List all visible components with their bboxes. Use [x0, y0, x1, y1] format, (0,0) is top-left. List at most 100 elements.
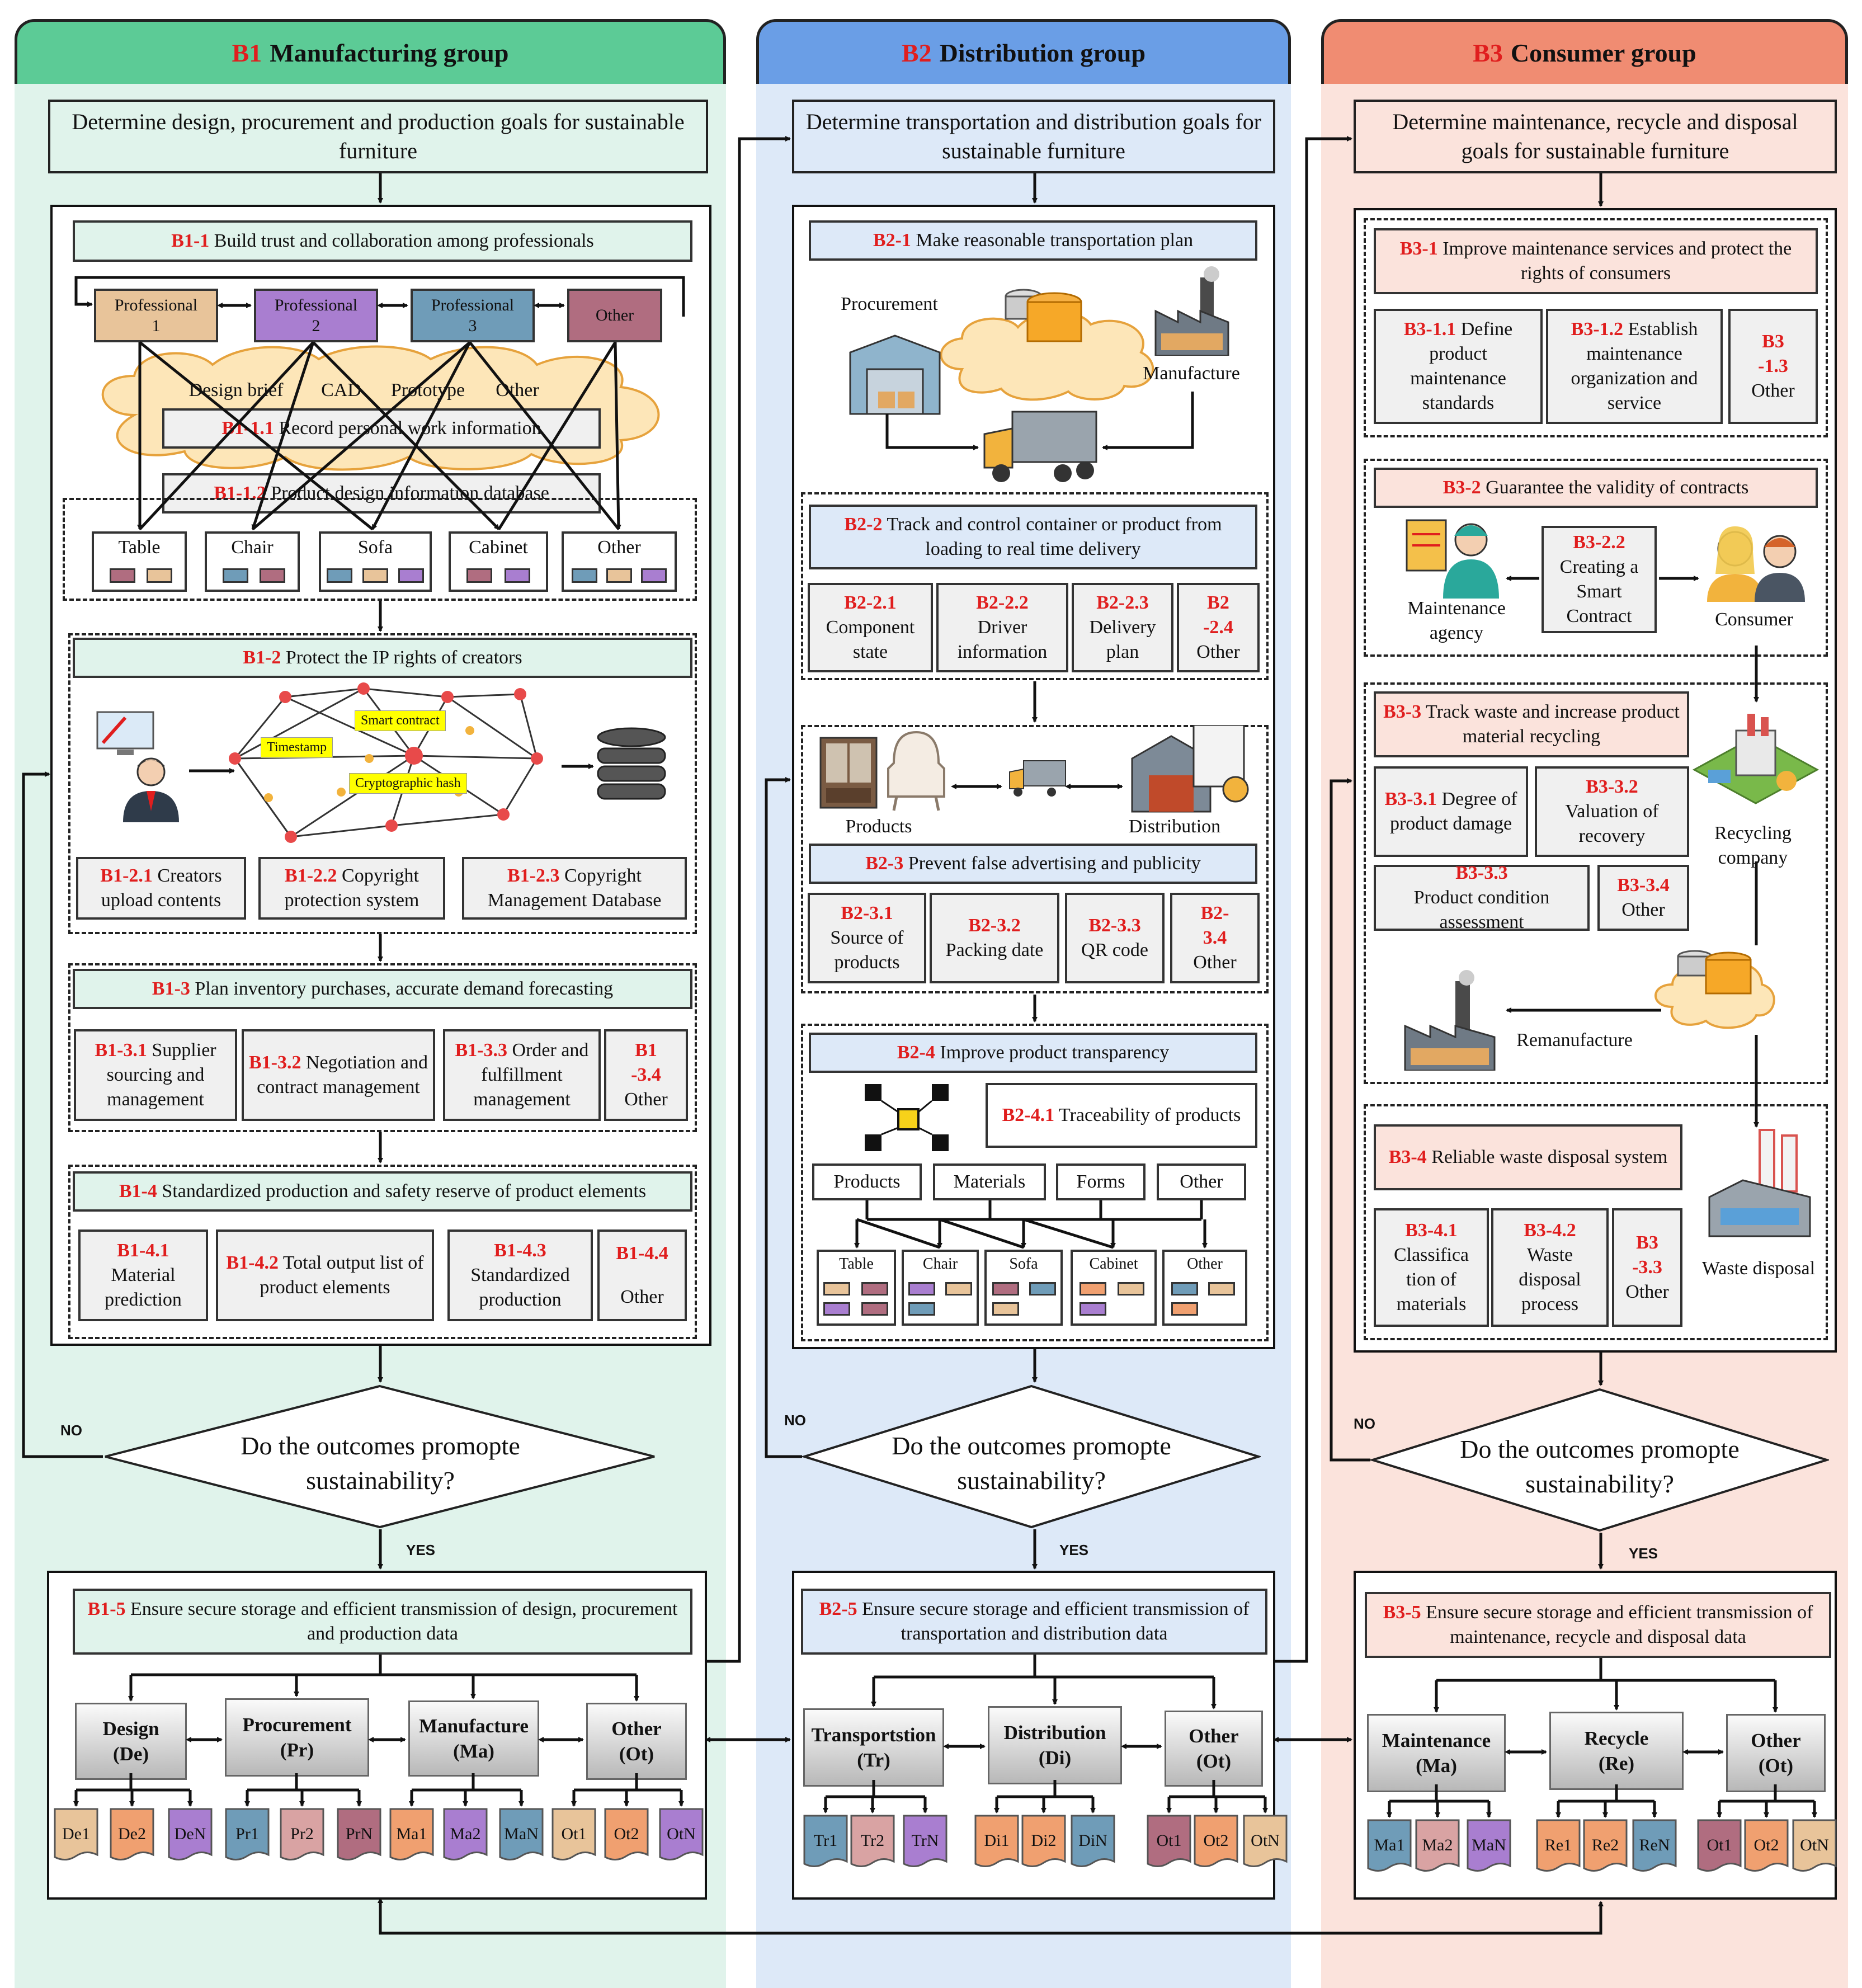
waste-disposal-icon [1708, 1129, 1811, 1237]
recycling-company-label: Recycling company [1714, 823, 1792, 869]
document-label: MaN [1472, 1836, 1506, 1854]
document-label: Ma1 [1374, 1836, 1405, 1854]
store-design-label: Design (De) [102, 1717, 159, 1765]
swatch [572, 568, 597, 583]
b1-5-code: B1-5 [87, 1598, 126, 1619]
b1-3-3-code: B1-3.3 [455, 1039, 508, 1061]
b1-4-section-title: B1-4 Standardized production and safety … [73, 1171, 692, 1212]
swatch [147, 568, 172, 583]
professional-other-node: Other [567, 289, 662, 342]
swatch [861, 1302, 888, 1316]
store-transportation-label: Transportstion (Tr) [811, 1723, 936, 1772]
b3-title: Consumer group [1510, 39, 1696, 67]
maintenance-agency-label: Maintenance agency [1407, 598, 1506, 644]
document-label: OtN [667, 1825, 696, 1843]
b2-3-code: B2-3 [865, 852, 904, 874]
professional-1-label: Professional 1 [114, 295, 198, 336]
b2-no-label: NO [784, 1412, 806, 1429]
b3-2-2-text: Creating a Smart Contract [1559, 556, 1639, 627]
trace-forms: Forms [1056, 1163, 1146, 1200]
b2-1-code: B2-1 [873, 229, 911, 251]
b1-1-text: Build trust and collaboration among prof… [214, 230, 594, 251]
document-icon-den: DeN [168, 1808, 213, 1860]
b2-2-section-title: B2-2 Track and control container or prod… [809, 505, 1257, 569]
b2-4-group [801, 1024, 1269, 1341]
furniture-sofa-label: Sofa [357, 537, 393, 558]
distribution-center-icon [1131, 725, 1249, 813]
manufacture-label: Manufacture [1143, 363, 1240, 384]
remanufacture-factory-icon [1404, 970, 1496, 1071]
b1-2-code: B1-2 [243, 647, 281, 668]
document-label: Di2 [1031, 1831, 1057, 1850]
b2-3-4-code: B2- 3.4 [1200, 902, 1229, 948]
b1-no-label: NO [60, 1422, 82, 1439]
b2-3-3-code: B2-3.3 [1088, 915, 1141, 936]
products-label: Products [845, 816, 912, 837]
b3-3-1-text: Degree of product damage [1389, 788, 1517, 834]
b1-4-group [68, 1165, 697, 1339]
b3-4-1-text: Classifica tion of materials [1393, 1244, 1469, 1315]
swatch [398, 568, 424, 583]
b2-3-3-text: QR code [1081, 940, 1148, 960]
b2-furniture-chair-label: Chair [922, 1255, 958, 1273]
b1-3-1-code: B1-3.1 [95, 1039, 147, 1061]
document-label: DeN [174, 1825, 206, 1843]
b1-3-2-box: B1-3.2 Negotiation and contract manageme… [242, 1029, 435, 1121]
b3-4-3-code: B3 -3.3 [1632, 1232, 1662, 1278]
b3-4-text: Reliable waste disposal system [1431, 1146, 1668, 1167]
b3-2-group [1364, 459, 1828, 657]
b1-3-3-box: B1-3.3 Order and fulfillment management [443, 1029, 601, 1121]
professional-2-node: Professional 2 [254, 289, 378, 342]
b1-3-2-code: B1-3.2 [248, 1052, 301, 1073]
b2-3-1-code: B2-3.1 [841, 902, 893, 924]
document-icon-ma2: Ma2 [1415, 1819, 1460, 1872]
b2-5-section-title: B2-5 Ensure secure storage and efficient… [801, 1589, 1267, 1655]
b2-4-section-title: B2-4 Improve product transparency [809, 1033, 1257, 1073]
document-icon-ot2: Ot2 [604, 1808, 649, 1860]
b3-decision-text: Do the outcomes promopte sustainability? [1460, 1435, 1740, 1499]
b2-1-section-title: B2-1 Make reasonable transportation plan [809, 220, 1257, 261]
b2-3-4-text: Other [1193, 952, 1237, 973]
b1-4-3-text: Standardized production [470, 1264, 570, 1311]
swatch [1171, 1302, 1198, 1316]
b1-4-3-code: B1-4.3 [494, 1240, 546, 1261]
professional-1-node: Professional 1 [94, 289, 218, 342]
b1-2-section-title: B1-2 Protect the IP rights of creators [73, 638, 692, 678]
b1-4-4-text: Other [620, 1286, 664, 1307]
b3-4-2-code: B3-4.2 [1524, 1219, 1576, 1241]
document-label: PrN [345, 1825, 373, 1843]
cloud-label-prototype: Prototype [390, 380, 465, 401]
document-icon-ma2: Ma2 [443, 1808, 488, 1860]
b2-4-1-box: B2-4.1 Traceability of products [986, 1083, 1257, 1148]
consumer-label: Consumer [1715, 609, 1793, 630]
b3-no-label: NO [1354, 1415, 1375, 1432]
b2-2-1-text: Component state [826, 616, 915, 663]
b2-5-code: B2-5 [819, 1598, 857, 1619]
b3-1-1-box: B3-1.1 Define product maintenance standa… [1374, 309, 1543, 424]
document-icon-ot2: Ot2 [1744, 1819, 1789, 1872]
recycling-company-icon [1692, 714, 1819, 804]
trace-other-label: Other [1180, 1171, 1223, 1192]
b3-3-3-text: Product condition assessment [1413, 887, 1550, 933]
document-icon-di2: Di2 [1021, 1815, 1066, 1867]
b3-4-2-text: Waste disposal process [1519, 1244, 1581, 1315]
creator-computer-icon [96, 711, 154, 755]
document-icon-otn: OtN [659, 1808, 704, 1860]
b2-code: B2 [901, 39, 932, 67]
b3-4-section-title: B3-4 Reliable waste disposal system [1374, 1124, 1682, 1190]
swatch [505, 568, 530, 583]
b1-2-1-code: B1-2.1 [100, 865, 153, 886]
swatch [1171, 1282, 1198, 1296]
document-icon-man: MaN [499, 1808, 544, 1860]
b3-1-1-text: Define product maintenance standards [1410, 318, 1513, 414]
b2-2-code: B2-2 [844, 514, 883, 535]
furniture-chair: Chair [205, 531, 300, 592]
swatch [861, 1282, 888, 1296]
b2-2-text: Track and control container or product f… [887, 514, 1222, 559]
b3-3-text: Track waste and increase product materia… [1426, 701, 1680, 747]
b3-yes-label: YES [1629, 1545, 1658, 1562]
trace-materials: Materials [933, 1163, 1046, 1200]
